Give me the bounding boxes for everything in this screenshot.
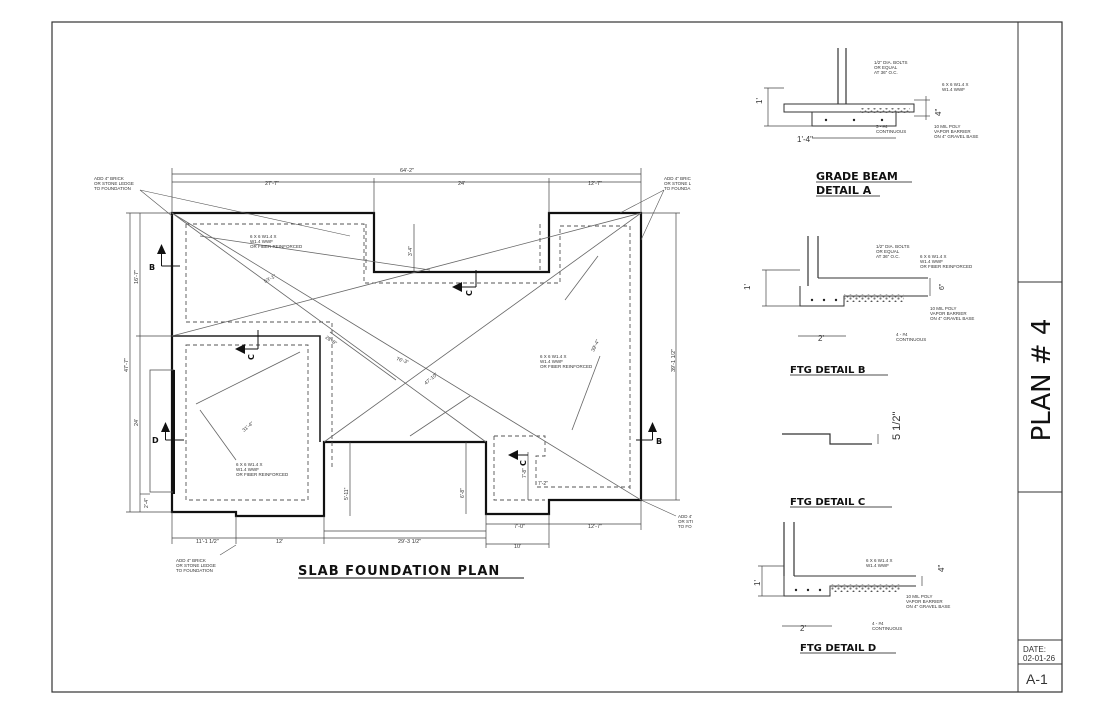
section-marker-b-left: B (149, 244, 180, 272)
detail-b-dim-height: 1' (743, 284, 752, 290)
plan-title: SLAB FOUNDATION PLAN (298, 564, 500, 579)
dim-bottom-e: 7'-0" (514, 524, 525, 530)
dim-bottom-a: 11'-1 1/2" (196, 539, 219, 545)
dimension-lines (126, 168, 680, 548)
section-marker-c-top: C (452, 270, 477, 296)
detail-a-dim-height: 1' (755, 98, 764, 104)
note-mesh-upper: 6 X 6 W1.4 X W1.4 WWF OR FIBER REINFORCE… (250, 234, 303, 249)
detail-b-note-rebar: 4 - #4 CONTINUOUS (896, 332, 926, 342)
detail-b-dim-width: 2' (818, 334, 824, 343)
note-brick-bottom-left: ADD 4" BRICK OR STONE LEDGE TO FOUNDATIO… (176, 558, 217, 573)
dim-bottom-f: 12'-7" (588, 524, 602, 530)
ftg-detail-b: 1' 6" 2' 1/2" DIA. BOLTS OR EQUAL AT 36"… (743, 236, 974, 376)
diag-label-3: 47'-10" (423, 372, 439, 387)
dim-top-mid: 24' (458, 181, 465, 187)
note-brick-bottom-right: ADD 4' OR STI TO FO (678, 514, 694, 529)
dim-left-upper: 16'-7" (134, 270, 140, 284)
dim-right-full: 39'-1 1/2" (671, 349, 677, 372)
section-label-c-mid: C (247, 354, 256, 360)
plan-number: PLAN # 4 (1027, 319, 1057, 442)
note-brick-top-right: ADD 4" BRIC OR STONE L TO FOUNDA (664, 176, 692, 191)
sheet-number: A-1 (1026, 671, 1048, 687)
detail-d-dim-slab: 4" (937, 565, 946, 572)
dim-notch-height: 5'-11" (344, 487, 350, 500)
grade-beam-detail-a: 1' 4" 1'-4" 1/2" DIA. BOLTS OR EQUAL AT … (755, 48, 978, 197)
detail-b-dim-slab: 6" (939, 283, 946, 290)
dim-bottom-d: 10' (514, 544, 521, 550)
detail-a-title-1: GRADE BEAM (816, 170, 898, 183)
dim-notch-c: 7'-8" (522, 468, 528, 478)
detail-d-note-poly: 10 MIL POLY VAPOR BARRIER ON 4" GRAVEL B… (906, 594, 950, 609)
diag-label-6: 31'-4" (241, 421, 255, 434)
detail-d-dim-width: 2' (800, 624, 806, 633)
ftg-detail-d: 1' 4" 2' 6 X 6 W1.4 X W1.4 WWF 10 MIL PO… (753, 522, 950, 654)
ftg-detail-c: 5 1/2" FTG DETAIL C (782, 412, 903, 508)
detail-b-title: FTG DETAIL B (790, 365, 865, 376)
detail-b-note-bolts: 1/2" DIA. BOLTS OR EQUAL AT 36" O.C. (876, 244, 911, 259)
dim-notch-b: 7'-2" (538, 481, 548, 487)
section-label-b-right: B (656, 437, 662, 446)
section-label-b: B (149, 263, 155, 272)
diag-label-1: 53'-1" (263, 273, 277, 284)
note-leaders (139, 189, 677, 556)
note-mesh-garage: 6 X 6 W1.4 X W1.4 WWF OR FIBER REINFORCE… (236, 462, 289, 477)
section-marker-d: D (152, 422, 184, 445)
dim-bottom-c: 29'-3 1/2" (398, 539, 421, 545)
sheet-border (51, 21, 1063, 693)
section-marker-c-notch: C (508, 450, 528, 466)
diagonal-check-lines (171, 212, 642, 501)
detail-a-note-bolts: 1/2" DIA. BOLTS OR EQUAL AT 36" O.C. (874, 60, 909, 75)
detail-a-note-rebar: 3 - #4 CONTINUOUS (876, 124, 906, 134)
detail-c-title: FTG DETAIL C (790, 497, 865, 508)
section-marker-c-mid: C (235, 330, 259, 360)
detail-b-note-mesh: 6 X 6 W1.4 X W1.4 WWF OR FIBER REINFORCE… (920, 254, 973, 269)
dim-left-full: 47'-7" (124, 358, 130, 372)
dim-overall-width: 64'-2" (400, 168, 414, 174)
section-label-c-notch: C (519, 460, 528, 466)
dim-top-right: 12'-7" (588, 181, 602, 187)
slab-plan: 53'-1" 76'-3" 47'-10" 28'-8" 39'-4" 31'-… (94, 168, 694, 579)
diag-label-2: 76'-3" (395, 356, 409, 366)
detail-d-note-mesh: 6 X 6 W1.4 X W1.4 WWF (866, 558, 894, 568)
detail-d-title: FTG DETAIL D (800, 643, 876, 654)
detail-d-note-rebar: 4 - #4 CONTINUOUS (872, 621, 902, 631)
detail-a-title-2: DETAIL A (816, 184, 872, 197)
detail-a-dim-width: 1'-4" (797, 135, 813, 144)
note-mesh-main: 6 X 6 W1.4 X W1.4 WWF OR FIBER REINFORCE… (540, 354, 593, 369)
section-label-d: D (152, 436, 159, 445)
detail-b-note-poly: 10 MIL POLY VAPOR BARRIER ON 4" GRAVEL B… (930, 306, 974, 321)
detail-a-note-mesh: 6 X 6 W1.4 X W1.4 WWF (942, 82, 970, 92)
detail-c-dim-step: 5 1/2" (891, 412, 903, 440)
dim-bottom-b: 12' (276, 539, 283, 545)
garage-wall (172, 335, 321, 442)
date-value: 02-01-26 (1023, 654, 1056, 663)
diag-label-5: 39'-4" (590, 339, 601, 353)
detail-a-dim-slab: 4" (934, 109, 943, 116)
grade-beam-lines (185, 223, 631, 501)
note-brick-top-left: ADD 4" BRICK OR STONE LEDGE TO FOUNDATIO… (94, 176, 135, 191)
dim-left-lower: 24' (134, 419, 140, 426)
date-label: DATE: (1023, 645, 1046, 654)
section-label-c-top: C (465, 290, 474, 296)
dim-left-step: 2'-4" (144, 498, 150, 508)
dim-inner: 3'-4" (408, 246, 414, 256)
section-marker-b-right: B (636, 422, 662, 446)
detail-a-note-poly: 10 MIL POLY VAPOR BARRIER ON 4" GRAVEL B… (934, 124, 978, 139)
detail-d-dim-height: 1' (753, 580, 762, 586)
dim-top-left: 27'-7" (265, 181, 279, 187)
dim-notch-a: 6'-8" (460, 488, 466, 498)
